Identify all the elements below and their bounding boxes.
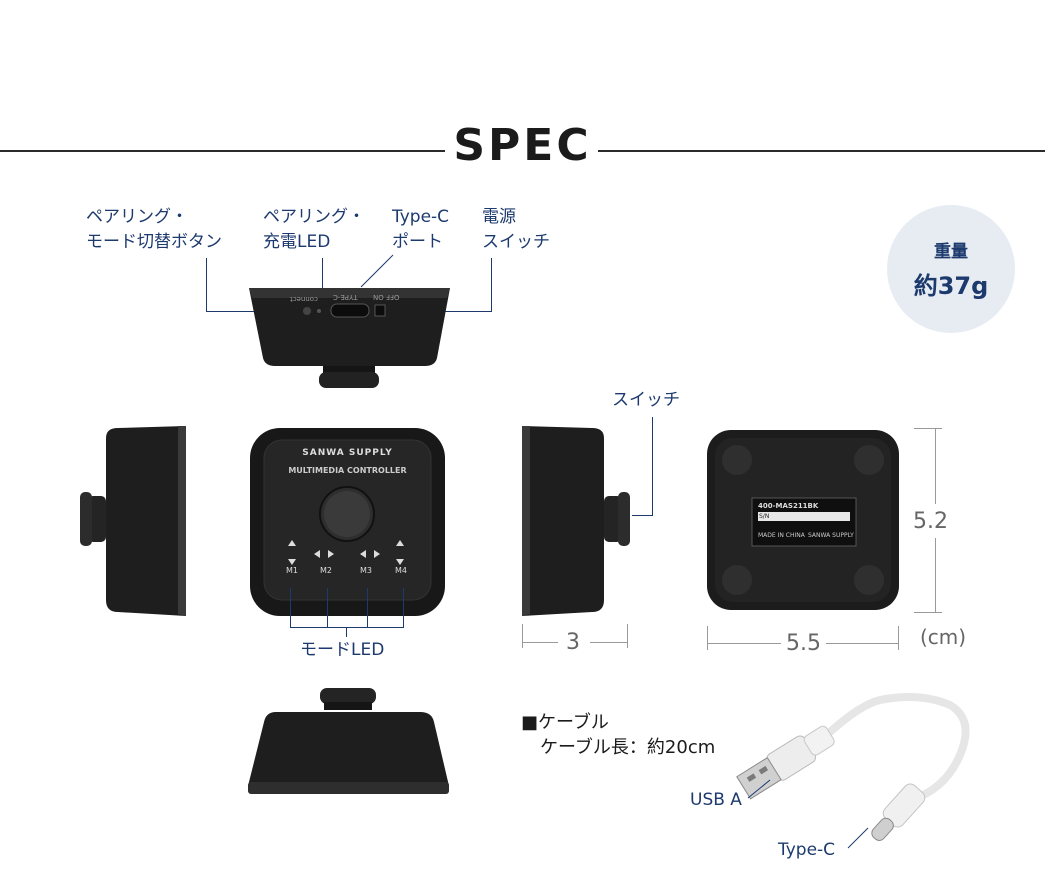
mode-label-m4: M4 [395,566,407,575]
dim-depth-tick-right [627,624,628,648]
dim-height-line-bottom [935,538,936,613]
leader-pairing-led-v [322,258,323,308]
mode-label-m1: M1 [286,566,298,575]
weight-badge: 重量 約37g [887,205,1015,333]
dim-height-line-top [935,428,936,504]
dim-height-tick-top [914,428,942,429]
weight-value: 約37g [913,272,989,300]
dim-depth-tick-left [522,624,523,648]
mode-led-bracket-stem [346,627,347,637]
label-made-in: MADE IN CHINA [758,532,805,539]
device-product-print: MULTIMEDIA CONTROLLER [288,466,407,475]
dim-width-tick-left [707,626,708,650]
mode-led-bracket-m2 [327,588,328,628]
cable-heading: ■ケーブル [521,712,609,733]
section-title: SPEC [453,120,592,171]
dim-height-value: 5.2 [913,509,948,534]
mode-led-bracket-h [290,627,404,628]
mode-label-m2: M2 [320,566,332,575]
title-rule-right [598,150,1045,152]
title-rule-left [0,150,445,152]
cable-typec-label: Type-C [778,840,836,860]
dim-height-tick-bottom [914,612,942,613]
dim-width-line-right [826,643,898,644]
device-front-view [248,688,449,794]
device-right-side-view [522,426,630,616]
dim-unit: (cm) [920,625,967,649]
mode-led-bracket-m1 [290,588,291,628]
callout-typec-port: Type-C ポート [392,207,450,252]
dim-width-line-left [707,643,781,644]
dim-depth-line-right [590,642,627,643]
dim-depth-line-left [522,642,558,643]
mode-label-m3: M3 [360,566,372,575]
label-serial: S/N [759,513,770,520]
device-rear-view [249,288,450,388]
callout-power-switch: 電源 スイッチ [482,207,550,252]
leader-pairing-button-v [206,258,207,312]
leader-power-switch-v [491,258,492,311]
weight-label: 重量 [934,242,968,262]
mode-led-bracket-m3 [367,588,368,628]
dim-width-value: 5.5 [786,631,821,656]
cable-usb-a-label: USB A [690,790,742,810]
device-left-side-view [80,426,186,616]
device-brand-print: SANWA SUPPLY [302,448,393,458]
callout-switch: スイッチ [612,390,680,410]
callout-pairing-charge-led: ペアリング・ 充電LED [263,207,365,252]
mode-led-bracket-m4 [403,588,404,628]
callout-mode-led: モードLED [300,640,385,660]
leader-power-switch-h [400,311,492,312]
leader-switch-v [652,417,653,516]
device-top-view [250,428,445,616]
dim-depth-value: 3 [566,630,580,655]
cable-length: ケーブル長：約20cm [540,737,716,758]
label-model: 400-MAS211BK [758,502,819,510]
leader-switch-h [632,515,653,516]
dim-width-tick-right [898,626,899,650]
label-brand-bottom: SANWA SUPPLY [808,532,854,539]
callout-pairing-mode-button: ペアリング・ モード切替ボタン [86,207,222,252]
device-bottom-view [707,430,899,610]
